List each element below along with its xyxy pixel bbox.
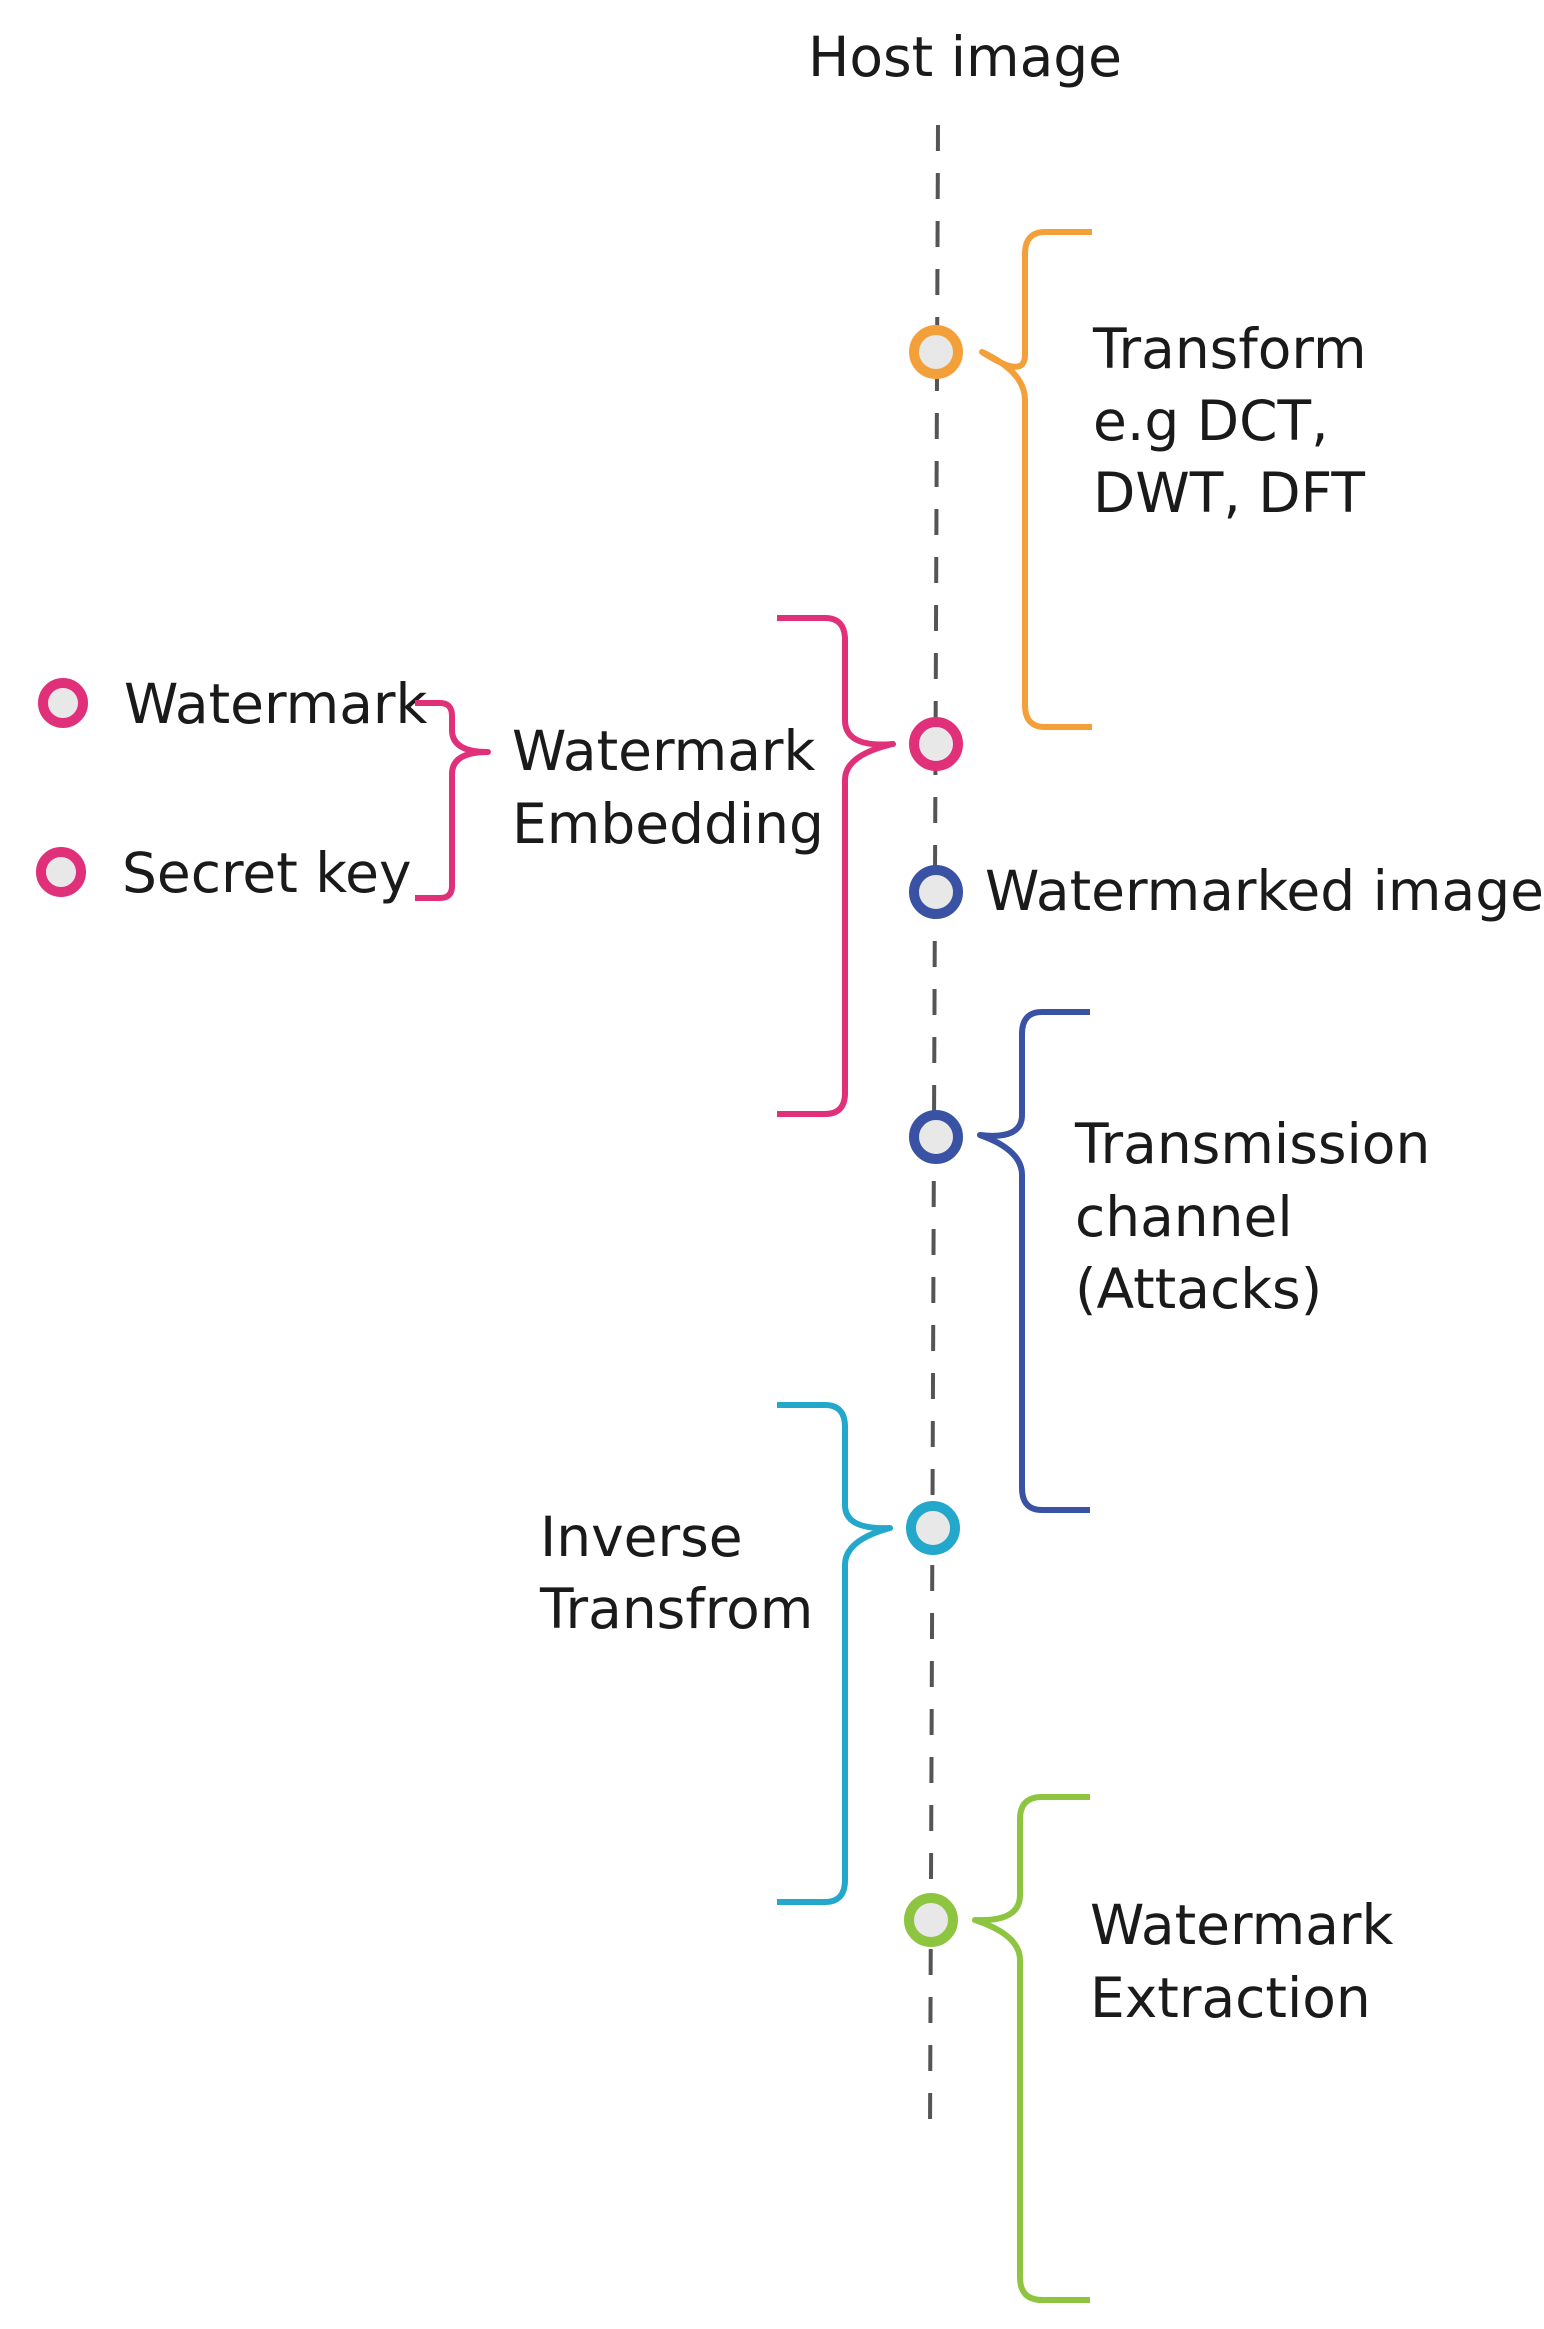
transform-label-line3: DWT, DFT	[1093, 461, 1365, 525]
extraction-label-line2: Extraction	[1090, 1966, 1371, 2030]
extraction-node	[904, 1893, 958, 1947]
transmission-label-line3: (Attacks)	[1075, 1257, 1322, 1321]
transmission-label-line2: channel	[1075, 1185, 1293, 1249]
transmission-node	[909, 1110, 963, 1164]
embedding-label-line1: Watermark	[512, 719, 816, 783]
embedding-label-line2: Embedding	[512, 792, 824, 856]
embedding-bracket	[777, 615, 896, 1117]
inputs-brace	[415, 700, 491, 901]
transmission-label-line1: Transmission	[1074, 1112, 1430, 1176]
inverse-label-line1: Inverse	[540, 1505, 743, 1569]
transform-node	[909, 325, 963, 379]
transform-label-line1: Transform	[1092, 317, 1367, 381]
inverse-bracket	[777, 1402, 893, 1905]
host-image-label: Host image	[808, 25, 1122, 89]
inverse-label-line2: Transfrom	[539, 1577, 813, 1641]
inverse-node	[906, 1501, 960, 1555]
embedding-node	[909, 717, 963, 771]
secret-key-input-node	[36, 847, 86, 897]
extraction-bracket	[972, 1794, 1090, 2303]
watermark-input-node	[38, 678, 88, 728]
extraction-label-line1: Watermark	[1090, 1893, 1394, 1957]
transmission-bracket	[977, 1009, 1090, 1513]
watermark-input-label: Watermark	[124, 672, 428, 736]
secret-key-input-label: Secret key	[122, 841, 412, 905]
watermarked-image-node	[909, 865, 963, 919]
transform-bracket	[979, 229, 1092, 730]
watermarked-image-label: Watermarked image	[985, 859, 1544, 923]
transform-label-line2: e.g DCT,	[1093, 389, 1329, 453]
